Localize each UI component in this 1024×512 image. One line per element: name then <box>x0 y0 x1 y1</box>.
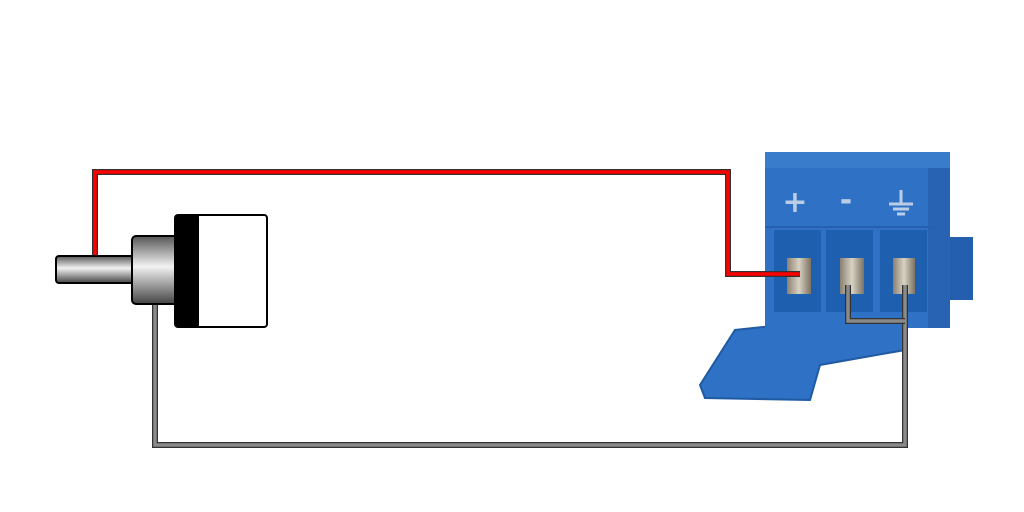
connector-release-tab <box>698 310 906 402</box>
ground-symbol-icon <box>889 190 913 216</box>
plug-band <box>175 215 199 327</box>
terminal-label-positive: + <box>782 185 807 220</box>
plug-tip <box>55 255 137 284</box>
terminal-label-negative: - <box>840 183 852 218</box>
jack-plug <box>55 214 268 328</box>
terminal-slot-ground <box>880 230 927 312</box>
connector-top <box>765 152 950 170</box>
plug-sleeve <box>131 235 181 305</box>
